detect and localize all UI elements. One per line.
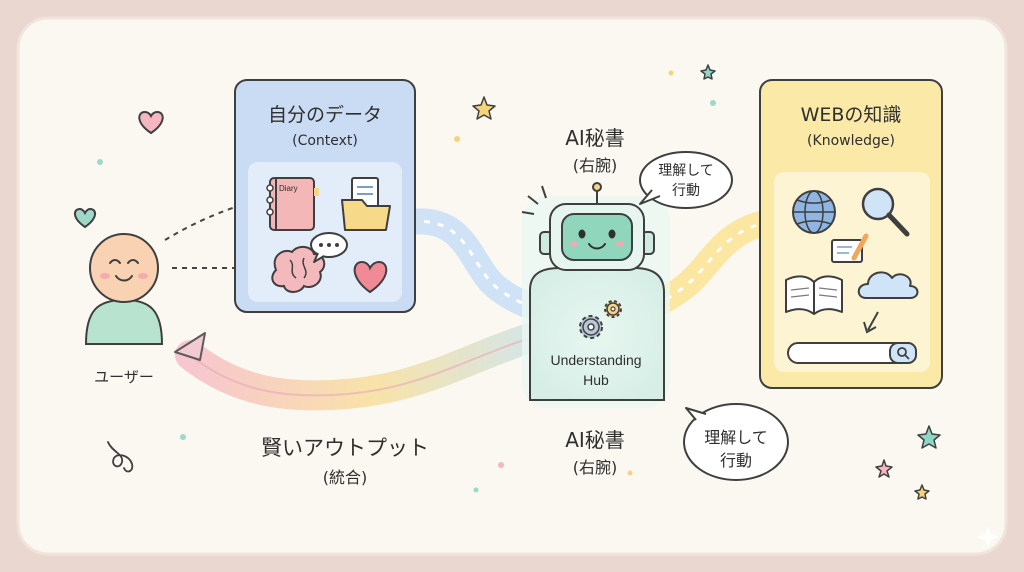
speech-bubble-top-line1: 理解して: [658, 163, 714, 179]
speech-bubble-bottom: [683, 403, 789, 481]
assistant-title-bottom: AI秘書: [565, 428, 625, 452]
dot-decoration: [97, 159, 103, 165]
user-avatar: [84, 233, 164, 345]
hub-label-line2: Hub: [583, 372, 609, 388]
assistant-subtitle-bottom: (右腕): [572, 458, 618, 477]
small-down-arrow-icon: [863, 311, 879, 334]
output-arrowhead: [174, 332, 206, 361]
context-panel-subtitle: (Context): [292, 133, 358, 149]
user-label: ユーザー: [94, 368, 154, 386]
knowledge-panel-title: WEBの知識: [800, 104, 902, 126]
gear-icon: [579, 315, 603, 339]
heart-decoration-icon: [138, 110, 164, 135]
assistant-subtitle-top: (右腕): [572, 156, 618, 175]
magnifier-icon: [861, 187, 910, 237]
speech-bubble-bottom-line2: 行動: [719, 451, 752, 470]
output-subtitle: (統合): [322, 468, 368, 487]
diary-icon: [266, 177, 319, 231]
star-small-yellow-icon: [914, 484, 930, 500]
star-pink-icon: [875, 459, 893, 478]
star-yellow-icon: [472, 96, 496, 120]
knowledge-panel-subtitle: (Knowledge): [807, 133, 895, 149]
robot-sparkle-lines: [521, 185, 547, 215]
assistant-title-top: AI秘書: [565, 126, 625, 150]
heart-icon: [353, 260, 388, 294]
speech-bubble-top-line2: 行動: [672, 183, 700, 199]
output-title: 賢いアウトプット: [261, 436, 429, 460]
speech-bubble-top: [639, 151, 733, 209]
brain-icon: [271, 246, 326, 293]
note-pencil-icon: [831, 233, 869, 263]
swirl-decoration: [107, 441, 134, 473]
thought-bubble-icon: [310, 232, 348, 263]
hub-label-line1: Understanding: [550, 352, 642, 368]
dot-decoration: [473, 487, 479, 493]
open-book-icon: [785, 275, 843, 315]
globe-icon: [792, 190, 836, 234]
gear-small-icon: [604, 300, 622, 318]
diary-label: Diary: [279, 184, 298, 193]
sparkle-corner-decoration: [977, 526, 999, 548]
cloud-icon: [857, 271, 919, 299]
heart-teal-icon: [74, 207, 96, 229]
dot-decoration: [668, 70, 674, 76]
folder-icon: [341, 177, 391, 231]
search-icon: [897, 347, 910, 360]
dot-decoration: [710, 100, 716, 106]
robot-head: [539, 182, 655, 271]
star-teal-bottom-icon: [917, 425, 941, 449]
dot-decoration: [498, 462, 504, 468]
dot-decoration: [180, 434, 186, 440]
knowledge-panel: [759, 79, 943, 389]
dot-decoration: [454, 136, 460, 142]
dot-decoration: [627, 470, 633, 476]
search-bar: [787, 342, 917, 364]
context-panel-title: 自分のデータ: [267, 104, 382, 126]
star-teal-icon: [700, 64, 716, 80]
speech-bubble-bottom-line1: 理解して: [704, 428, 768, 447]
